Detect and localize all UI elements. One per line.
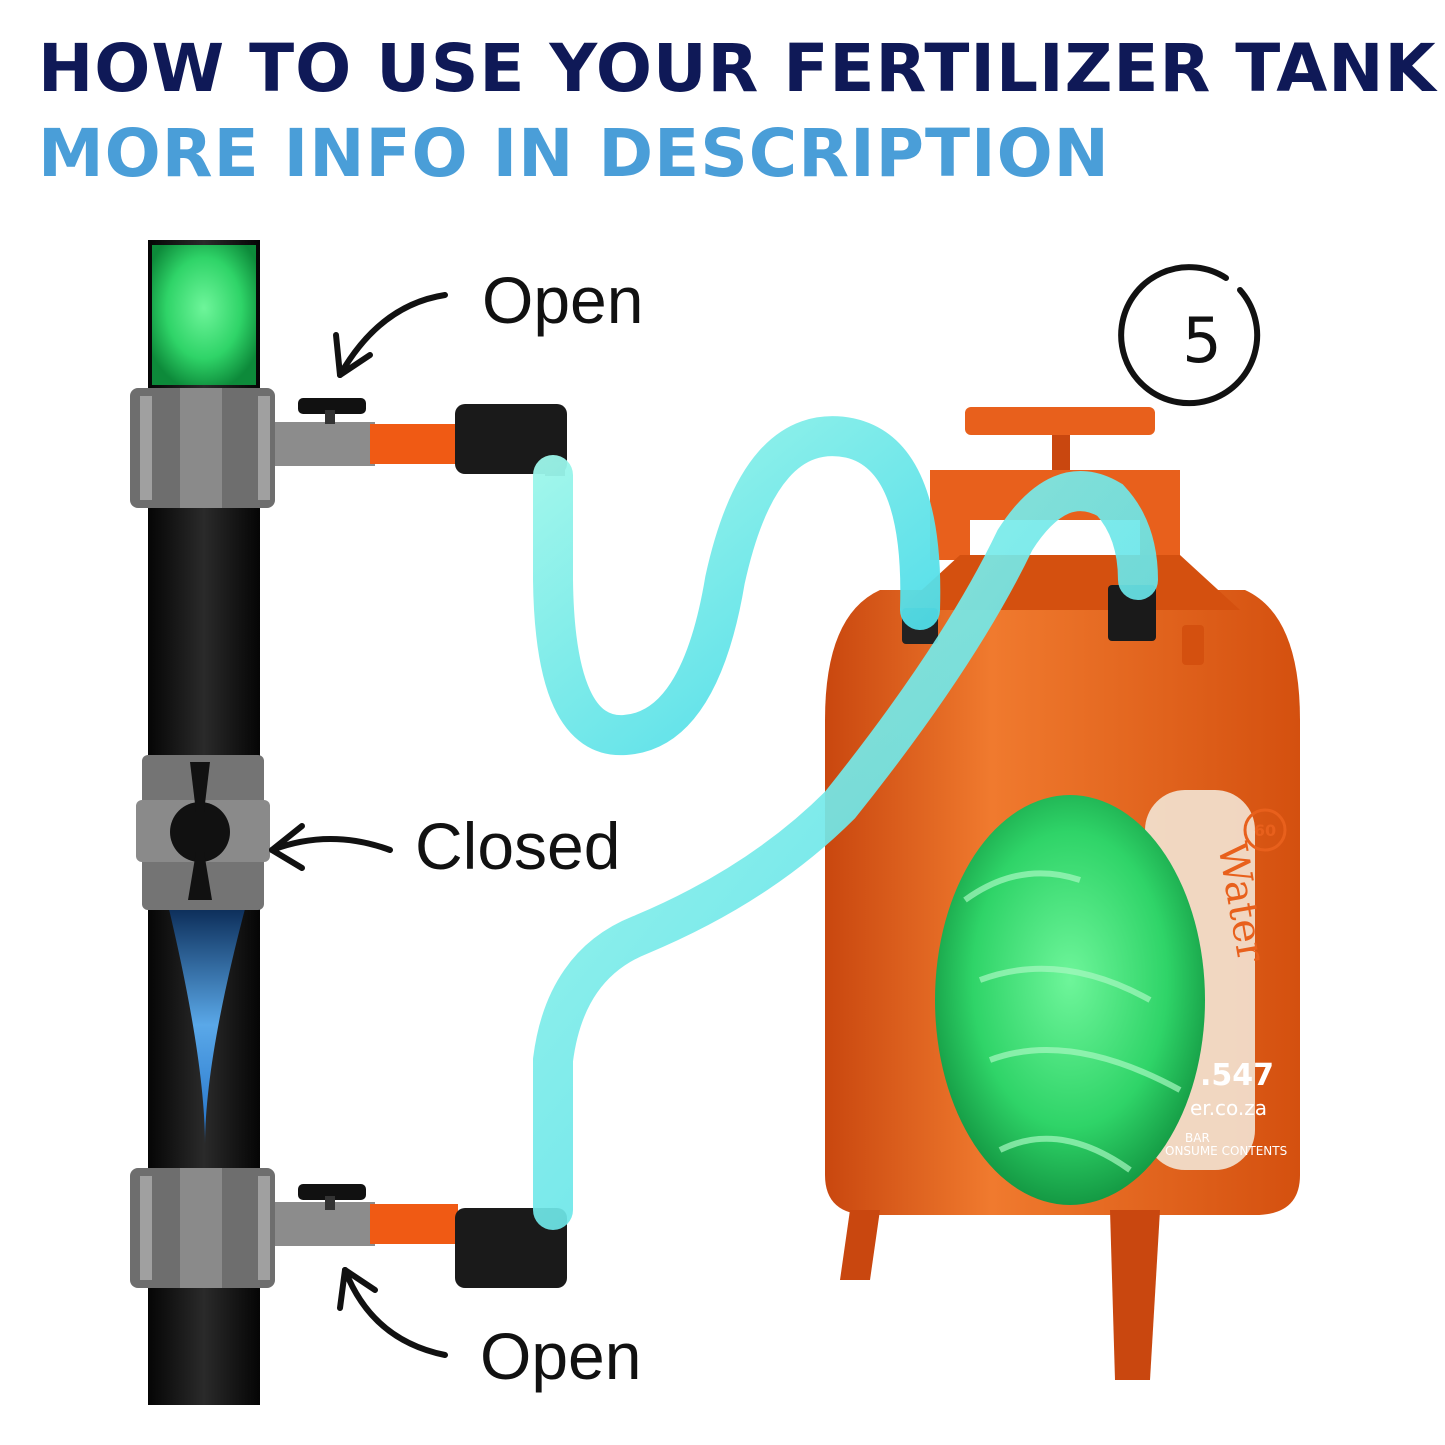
capacity-value: 60 [1254,821,1276,840]
fertilizer-window-tank [935,795,1205,1205]
pressure-text: BAR [1185,1131,1210,1145]
step-badge: 5 [1118,264,1261,407]
fertilizer-window-top [152,245,256,385]
label-bottom-valve-open: Open [480,1319,642,1393]
page-title: HOW TO USE YOUR FERTILIZER TANK [38,30,1437,107]
top-ball-valve[interactable] [275,398,567,476]
phone-text: .547 [1200,1058,1274,1093]
label-top-valve-open: Open [482,263,644,337]
capacity-badge [1243,808,1287,852]
page-subtitle: MORE INFO IN DESCRIPTION [38,115,1110,192]
step-number: 5 [1182,304,1221,377]
label-middle-valve-closed: Closed [415,809,621,883]
warning-text: ONSUME CONTENTS [1165,1144,1287,1158]
bottom-saddle-clamp [130,1168,275,1288]
inlet-hose [533,416,941,756]
web-text: er.co.za [1190,1096,1267,1120]
arrow-top-open [333,292,448,378]
top-saddle-clamp [130,388,275,508]
middle-shutoff-valve[interactable] [136,755,270,910]
arrow-middle-closed [269,823,393,871]
arrow-bottom-open [337,1267,448,1358]
bottom-ball-valve[interactable] [275,1184,567,1288]
water-flow [168,905,246,1145]
outlet-hose [533,471,1158,1230]
